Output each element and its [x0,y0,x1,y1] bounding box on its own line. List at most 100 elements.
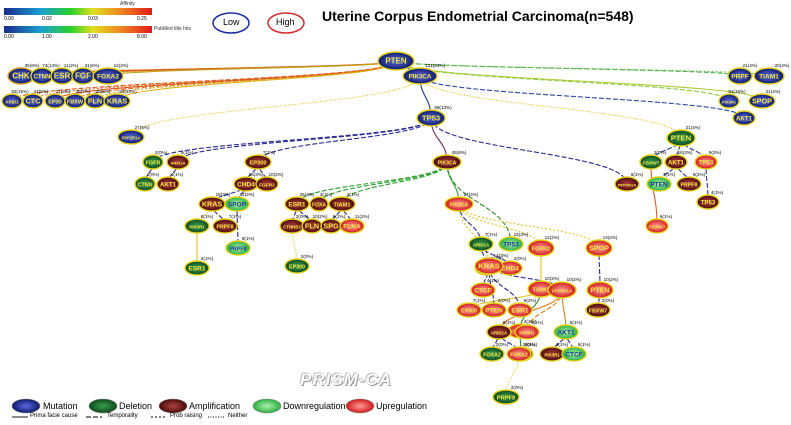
node-label: TIAM1 [532,288,549,294]
node-label: PTEN [485,308,503,315]
node-label: CTCF [474,288,492,295]
node-shape [492,389,520,405]
node-label: ARID1A [491,331,508,336]
node-label: PRPF [731,74,749,81]
node-shape [748,93,776,109]
node-shape [474,257,504,275]
node-count-label: 6(1%) [333,214,346,219]
node-count-label: 28(5%) [96,89,111,94]
node-count-label: 18(3%) [216,192,231,197]
node-label: AKT1 [160,182,177,189]
node-label: CTCF [565,352,583,359]
node-count-label: 10(2%) [567,277,582,282]
node-label: FBXW7 [649,225,666,231]
node-label: PPP2R1A [122,136,141,141]
node-label: KRAS [478,262,500,271]
node-fgfr-deletion[interactable]: FGFR2(0%) [142,150,168,170]
node-label: FLNA [343,224,361,231]
node-label: EP30 [48,100,61,106]
node-shape [416,109,446,127]
edge-n19-n33 [430,117,628,185]
low-legend-label: Low [223,17,240,27]
node-count-label: 81(15%) [728,89,746,94]
edge-legend-prob-raising: Prob raising [170,413,203,419]
node-label: FOXA2 [97,74,119,81]
affinity-tick: 0.25 [137,16,147,22]
node-count-label: 21(4%) [766,89,781,94]
node-akt1-mutation[interactable]: AKT1 [732,110,756,126]
node-label: CHK [12,72,30,81]
edge-n19-n24 [257,117,432,163]
affinity-tick: 0.02 [42,16,52,22]
node-pten-mutation[interactable]: PTEN [377,51,415,71]
node-shape [732,110,756,126]
node-count-label: 2(0%) [496,342,509,347]
node-shape [506,346,532,362]
edge-n45-n52 [291,225,298,267]
node-label: TP53 [699,160,714,167]
